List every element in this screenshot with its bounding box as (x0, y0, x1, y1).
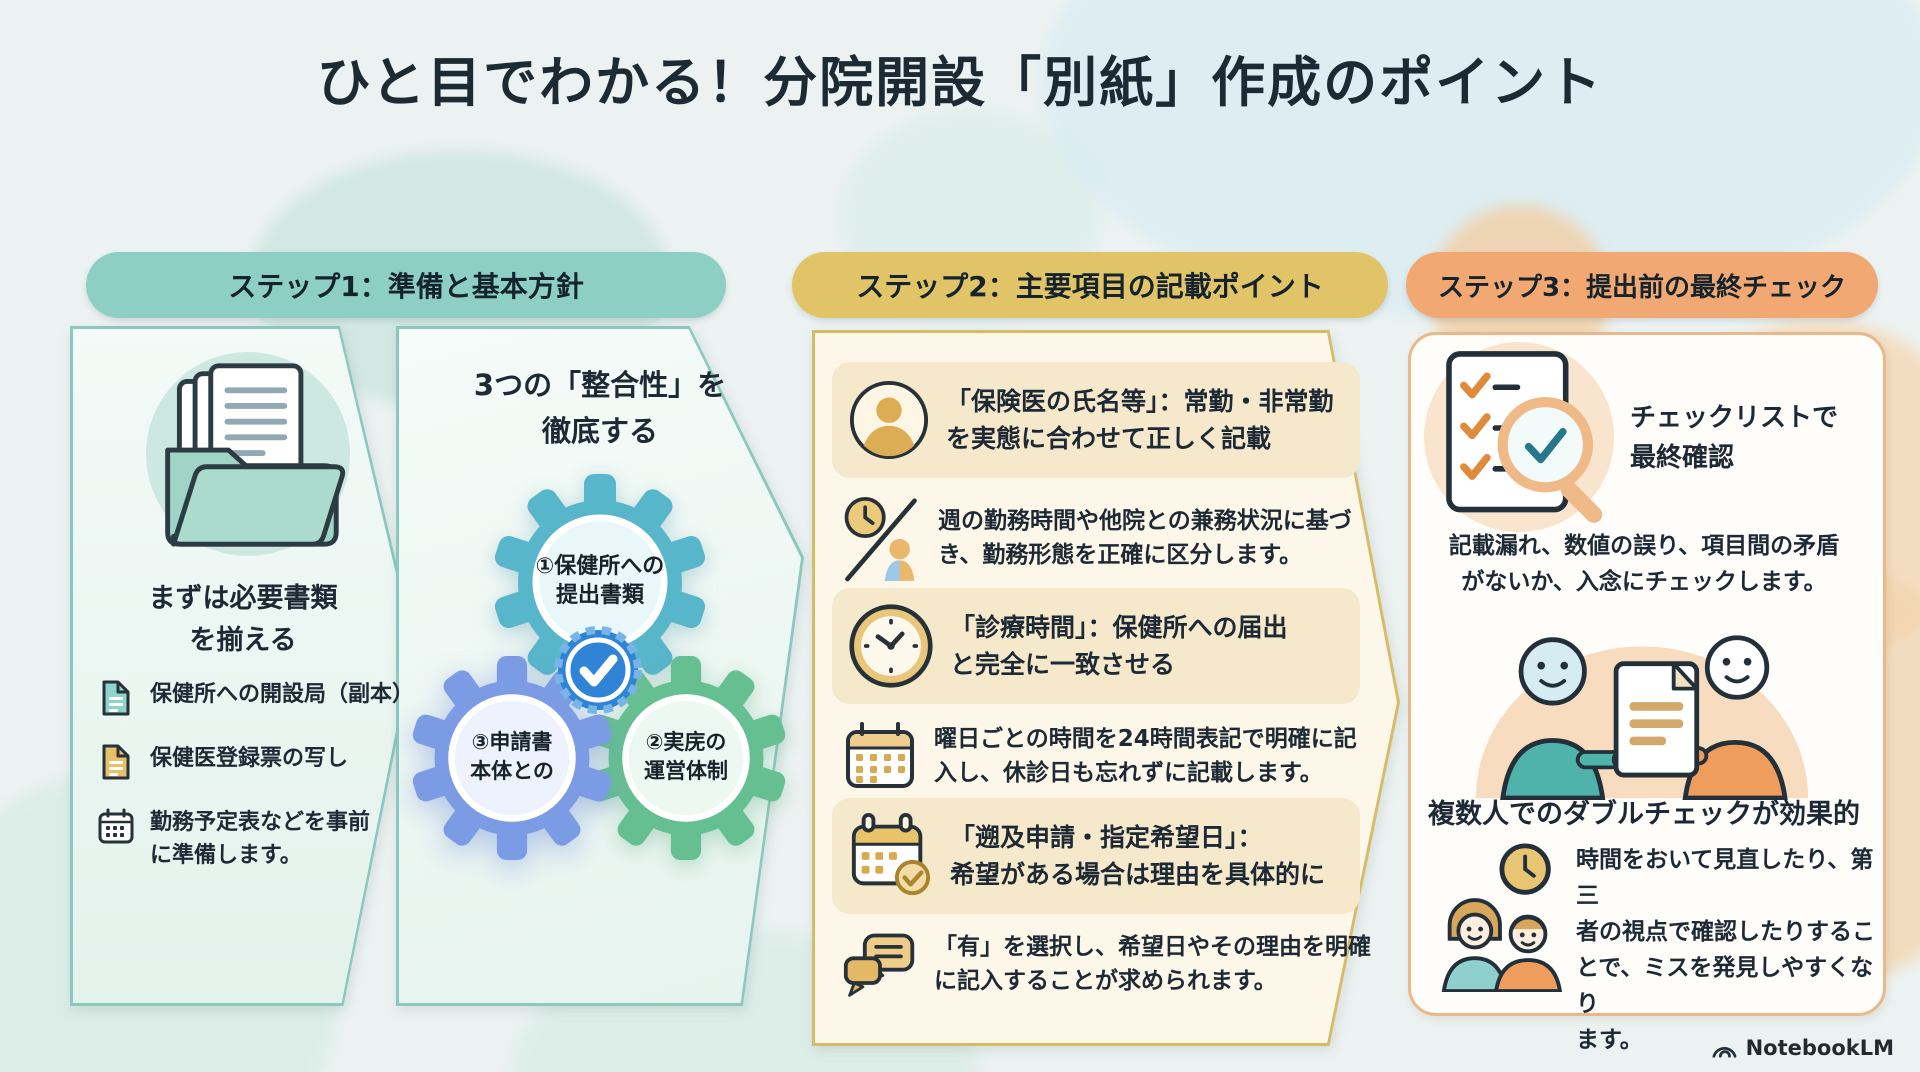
notebooklm-logo-icon (1712, 1047, 1736, 1058)
step2-header-label: ステップ2：主要項目の記載ポイント (856, 270, 1324, 303)
double-check-body-line4: ます。 (1576, 1027, 1643, 1053)
step2-item2-title: 「診療時間」：保健所への届出 と完全に一致させる (950, 609, 1288, 683)
step2-item2-detail-line1: 曜日ごとの時間を24時間表記で明確に記 (934, 726, 1357, 752)
footer-brand: NotebookLM (1710, 1036, 1894, 1060)
step2-item3-title: 「遡及申請・指定希望日」： 希望がある場合は理由を具体的に (950, 819, 1325, 893)
gear-blue-icon (412, 656, 612, 860)
step2-item2-card: 「診療時間」：保健所への届出 と完全に一致させる (832, 588, 1360, 704)
consistency-heading: 3つの「整合性」を 徹底する (396, 362, 804, 454)
step2-item1-detail-text: 週の勤務時間や他院との兼務状況に基づ き、勤務形態を正確に区分します。 (938, 504, 1352, 572)
document-teal-icon (102, 680, 130, 716)
prepare-item-2-text: 保健医登録票の写し (150, 746, 349, 771)
checklist-heading: チェックリストで 最終確認 (1630, 398, 1838, 478)
gear-top-label-line1: ①保健所への (535, 554, 665, 579)
double-check-caption: 複数人でのダブルチェックが効果的 (1428, 799, 1860, 830)
gear-left-label: ③申請書 本体との (402, 728, 622, 786)
gear-left-label-line2: 本体との (470, 759, 554, 783)
step2-item1-title-line2: を実態に合わせて正しく記載 (946, 424, 1272, 453)
step3-header-pill: ステップ3：提出前の最終チェック (1406, 252, 1878, 318)
step2-item1-detail: 週の勤務時間や他院との兼務状況に基づ き、勤務形態を正確に区分します。 (840, 492, 1352, 584)
step2-item2-title-line2: と完全に一致させる (950, 650, 1176, 679)
step2-item3-detail-line2: に記入することが求められます。 (934, 968, 1277, 994)
checklist-heading-line2: 最終確認 (1630, 443, 1735, 473)
step2-item3-detail-text: 「有」を選択し、希望日やその理由を明確 に記入することが求められます。 (934, 930, 1371, 998)
checklist-heading-line1: チェックリストで (1630, 403, 1839, 433)
checklist-body: 記載漏れ、数値の誤り、項目間の矛盾 がないか、入念にチェックします。 (1408, 528, 1880, 600)
calendar-check-icon (851, 813, 931, 896)
double-check-body-line2: 者の視点で確認したりするこ (1576, 919, 1875, 945)
prepare-item-1-text: 保健所への開設局（副本） (150, 682, 415, 707)
speech-bubbles-icon (843, 933, 915, 997)
step2-item3-title-line1: 「遡及申請・指定希望日」： (950, 823, 1263, 852)
step2-header-pill: ステップ2：主要項目の記載ポイント (792, 252, 1388, 318)
two-people-document-icon (1475, 635, 1809, 800)
step2-item1-detail-line1: 週の勤務時間や他院との兼務状況に基づ (938, 508, 1352, 534)
double-check-body-line1: 時間をおいて見直したり、第三 (1576, 847, 1874, 909)
folder-documents-icon (165, 363, 346, 547)
footer-brand-label: NotebookLM (1745, 1036, 1894, 1060)
check-badge-icon (554, 626, 642, 714)
gear-right-label-line1: ②実庑の (645, 730, 727, 754)
step2-item1-title-line1: 「保険医の氏名等」：常勤・非常勤 (946, 387, 1334, 416)
step2-item1-title: 「保険医の氏名等」：常勤・非常勤 を実態に合わせて正しく記載 (946, 383, 1334, 457)
step1-prepare-panel (70, 326, 416, 1006)
step3-header-label: ステップ3：提出前の最終チェック (1437, 272, 1847, 303)
gear-left-label-line1: ③申請書 (471, 730, 553, 754)
person-circle-icon (849, 380, 929, 460)
double-check-body: 時間をおいて見直したり、第三 者の視点で確認したりするこ とで、ミスを発見しやす… (1576, 842, 1876, 1058)
gear-right-label: ②実庑の 運営体制 (576, 728, 796, 786)
double-check-body-line3: とで、ミスを発見しやすくなり (1576, 955, 1874, 1017)
checklist-body-line2: がないか、入念にチェックします。 (1461, 569, 1827, 595)
step2-item3-title-line2: 希望がある場合は理由を具体的に (950, 860, 1326, 889)
step2-item3-card: 「遡及申請・指定希望日」： 希望がある場合は理由を具体的に (832, 798, 1360, 914)
clock-person-icon (844, 497, 917, 582)
step2-item2-detail-line2: 入し、休診日も忘れずに記載します。 (934, 760, 1323, 786)
gear-right-label-line2: 運営体制 (644, 759, 728, 783)
checklist-magnifier-icon (1446, 351, 1603, 523)
prepare-item-3-line1: 勤務予定表などを事前 (150, 810, 371, 835)
prepare-heading-line2: を揃える (189, 625, 297, 656)
prepare-item-3-line2: に準備します。 (150, 843, 302, 868)
step2-item1-detail-line2: き、勤務形態を正確に区分します。 (938, 542, 1303, 568)
step2-item2-detail-text: 曜日ごとの時間を24時間表記で明確に記 入し、休診日も忘れずに記載します。 (934, 722, 1357, 790)
step2-item1-card: 「保険医の氏名等」：常勤・非常勤 を実態に合わせて正しく記載 (832, 362, 1360, 478)
step1-header-label: ステップ1：準備と基本方針 (228, 270, 584, 303)
prepare-item-1: 保健所への開設局（副本） (96, 678, 414, 718)
step2-item3-detail-line1: 「有」を選択し、希望日やその理由を明確 (934, 934, 1371, 960)
checklist-body-line1: 記載漏れ、数値の誤り、項目間の矛盾 (1448, 533, 1840, 559)
prepare-heading-line1: まずは必要書類 (148, 583, 338, 614)
step1-consistency-panel (396, 326, 804, 1006)
prepare-item-3-text: 勤務予定表などを事前 に準備します。 (150, 806, 370, 872)
step1-header-pill: ステップ1：準備と基本方針 (86, 252, 726, 318)
consistency-heading-line1: 3つの「整合性」を (473, 368, 727, 402)
calendar-grid-icon (846, 722, 914, 788)
step2-item2-detail: 曜日ごとの時間を24時間表記で明確に記 入し、休診日も忘れずに記載します。 (842, 718, 1357, 794)
people-clock-icon (1441, 843, 1562, 992)
clock-icon (849, 604, 933, 688)
prepare-item-2: 保健医登録票の写し (96, 742, 348, 782)
calendar-small-icon (98, 808, 134, 844)
page-title: ひと目でわかる！分院開設「別紙」作成のポイント (316, 51, 1604, 114)
prepare-item-3: 勤務予定表などを事前 に準備します。 (96, 806, 370, 872)
prepare-heading: まずは必要書類 を揃える (70, 578, 416, 662)
step2-item2-title-line1: 「診療時間」：保健所への届出 (950, 613, 1288, 642)
gear-green-icon (586, 656, 786, 860)
gear-top-label-line2: 提出書類 (555, 583, 644, 608)
gear-top-label: ①保健所への 提出書類 (490, 552, 710, 610)
document-gold-icon (102, 744, 130, 780)
step2-item3-detail: 「有」を選択し、希望日やその理由を明確 に記入することが求められます。 (842, 928, 1371, 1000)
consistency-heading-line2: 徹底する (541, 414, 658, 448)
